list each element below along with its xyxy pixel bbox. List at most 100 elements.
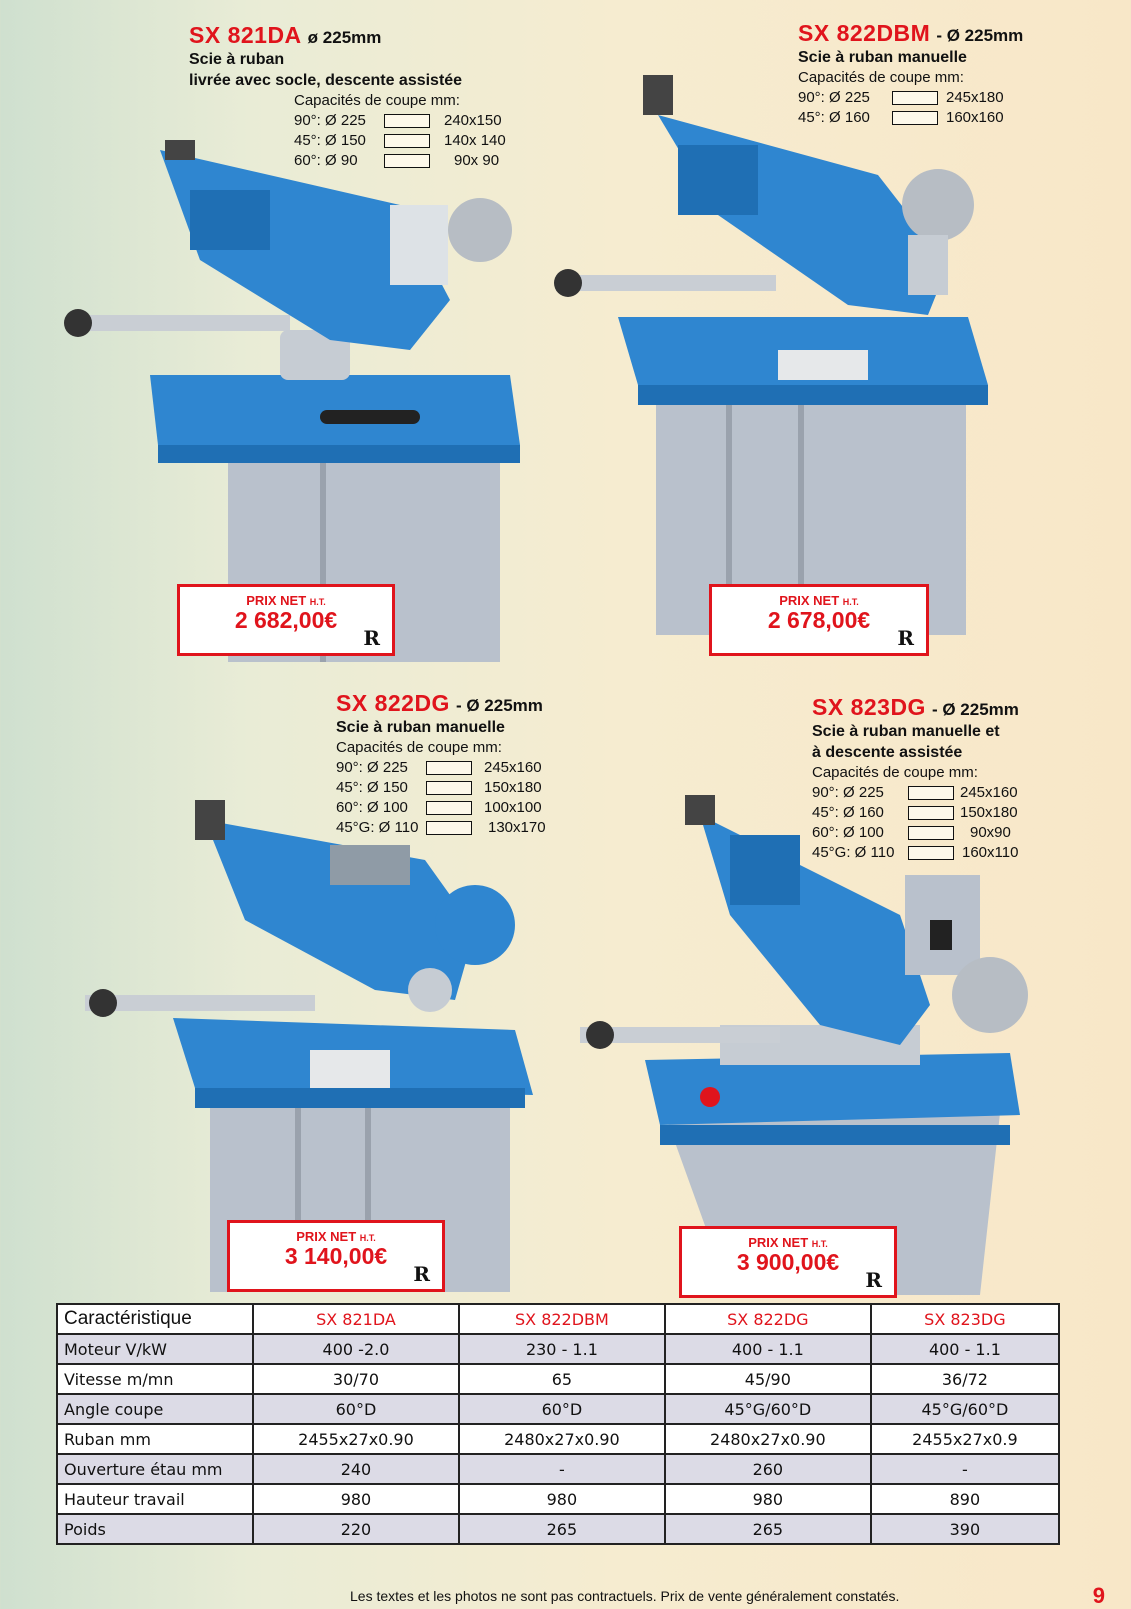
capacity-label: 90°: Ø 225 (812, 784, 884, 801)
table-header-cell: SX 823DG (869, 1303, 1061, 1335)
capacity-title: Capacités de coupe mm: (798, 69, 964, 86)
table-cell: 2455x27x0.90 (252, 1423, 460, 1455)
capacity-title: Capacités de coupe mm: (294, 92, 460, 109)
price-box: PRIX NET H.T. 2 678,00€ R (709, 584, 929, 656)
table-cell: 400 -2.0 (252, 1333, 460, 1365)
table-cell: 980 (252, 1483, 460, 1515)
capacity-dimension: 90x 90 (454, 152, 500, 169)
table-cell: Ouverture étau mm (56, 1453, 254, 1485)
capacity-label: 45°: Ø 160 (812, 804, 884, 821)
capacity-dimension: 150x180 (960, 804, 1018, 821)
table-header-row: Caractéristique SX 821DA SX 822DBM SX 82… (56, 1303, 1061, 1335)
specifications-table: Caractéristique SX 821DA SX 822DBM SX 82… (56, 1303, 1061, 1545)
table-header-cell: SX 822DBM (457, 1303, 666, 1335)
capacity-label: 90°: Ø 225 (336, 759, 408, 776)
product-sx823dg: SX 823DG- Ø 225mm Scie à ruban manuelle … (812, 694, 1082, 863)
product-sx822dbm: SX 822DBM- Ø 225mm Scie à ruban manuelle… (798, 20, 1098, 128)
capacity-dimension: 130x170 (488, 819, 546, 836)
table-cell: 45°G/60°D (663, 1393, 872, 1425)
price-label: PRIX NET (296, 1229, 357, 1244)
r-mark: R (363, 626, 380, 650)
price-box: PRIX NET H.T. 3 900,00€ R (679, 1226, 897, 1298)
section-box (892, 91, 938, 105)
table-cell: 240 (252, 1453, 460, 1485)
price-tax: H.T. (359, 1233, 376, 1243)
table-cell: Ruban mm (56, 1423, 254, 1455)
table-cell: 30/70 (252, 1363, 460, 1395)
section-box (892, 111, 938, 125)
table-row: Hauteur travail 980 980 980 890 (56, 1483, 1061, 1515)
price-box: PRIX NET H.T. 3 140,00€ R (227, 1220, 445, 1292)
section-box (426, 761, 472, 775)
table-cell: 2480x27x0.90 (457, 1423, 666, 1455)
table-cell: 45°G/60°D (869, 1393, 1061, 1425)
table-cell: 890 (869, 1483, 1061, 1515)
capacity-label: 60°: Ø 100 (812, 824, 884, 841)
section-box (908, 786, 954, 800)
product-name: SX 821DA (189, 22, 302, 48)
price-tax: H.T. (842, 597, 859, 607)
saw-machine-image-2 (554, 75, 988, 635)
table-row: Poids 220 265 265 390 (56, 1513, 1061, 1545)
saw-machine-image-1 (64, 140, 520, 662)
table-cell: Hauteur travail (56, 1483, 254, 1515)
capacity-label: 45°G: Ø 110 (812, 844, 895, 861)
table-cell: Angle coupe (56, 1393, 254, 1425)
table-cell: 60°D (457, 1393, 666, 1425)
section-box (426, 801, 472, 815)
section-box (908, 806, 954, 820)
capacity-label: 60°: Ø 90 (294, 152, 358, 169)
table-cell: 260 (663, 1453, 872, 1485)
capacity-dimension: 245x160 (960, 784, 1018, 801)
product-description: Scie à ruban (189, 51, 285, 68)
product-diameter: ø 225mm (307, 28, 382, 47)
product-diameter: - Ø 225mm (931, 700, 1019, 719)
page-number: 9 (1092, 1583, 1105, 1608)
capacity-label: 90°: Ø 225 (294, 112, 366, 129)
table-header-cell: Caractéristique (56, 1303, 254, 1335)
capacity-dimension: 140x 140 (444, 132, 506, 149)
price-label: PRIX NET (246, 593, 307, 608)
product-description: Scie à ruban manuelle (336, 719, 505, 736)
table-cell: Poids (56, 1513, 254, 1545)
r-mark: R (865, 1268, 882, 1292)
table-cell: 2455x27x0.9 (869, 1423, 1061, 1455)
table-row: Angle coupe 60°D 60°D 45°G/60°D 45°G/60°… (56, 1393, 1061, 1425)
section-box (384, 134, 430, 148)
price-tax: H.T. (309, 597, 326, 607)
r-mark: R (897, 626, 914, 650)
section-box (384, 114, 430, 128)
price-label: PRIX NET (779, 593, 840, 608)
section-box (908, 826, 954, 840)
capacity-dimension: 90x90 (970, 824, 1011, 841)
capacity-label: 90°: Ø 225 (798, 89, 870, 106)
product-name: SX 822DBM (798, 20, 931, 46)
capacity-title: Capacités de coupe mm: (812, 764, 978, 781)
table-cell: 400 - 1.1 (869, 1333, 1061, 1365)
capacity-dimension: 160x160 (946, 109, 1004, 126)
table-cell: Vitesse m/mn (56, 1363, 254, 1395)
product-name: SX 823DG (812, 694, 926, 720)
table-cell: 220 (252, 1513, 460, 1545)
table-cell: 265 (457, 1513, 666, 1545)
table-cell: 60°D (252, 1393, 460, 1425)
product-description: Scie à ruban manuelle (798, 49, 967, 66)
capacity-dimension: 150x180 (484, 779, 542, 796)
footer-disclaimer: Les textes et les photos ne sont pas con… (350, 1588, 900, 1604)
price-value: 3 900,00€ (736, 1249, 840, 1275)
price-value: 3 140,00€ (284, 1243, 388, 1269)
table-header-cell: SX 821DA (252, 1303, 460, 1335)
table-row: Moteur V/kW 400 -2.0 230 - 1.1 400 - 1.1… (56, 1333, 1061, 1365)
table-cell: - (869, 1453, 1061, 1485)
table-cell: 390 (869, 1513, 1061, 1545)
table-row: Ouverture étau mm 240 - 260 - (56, 1453, 1061, 1485)
capacity-dimension: 240x150 (444, 112, 502, 129)
table-cell: 45/90 (663, 1363, 872, 1395)
capacity-label: 60°: Ø 100 (336, 799, 408, 816)
table-cell: Moteur V/kW (56, 1333, 254, 1365)
table-cell: 265 (663, 1513, 872, 1545)
price-box: PRIX NET H.T. 2 682,00€ R (177, 584, 395, 656)
table-header-cell: SX 822DG (663, 1303, 872, 1335)
section-box (426, 781, 472, 795)
capacity-dimension: 100x100 (484, 799, 542, 816)
